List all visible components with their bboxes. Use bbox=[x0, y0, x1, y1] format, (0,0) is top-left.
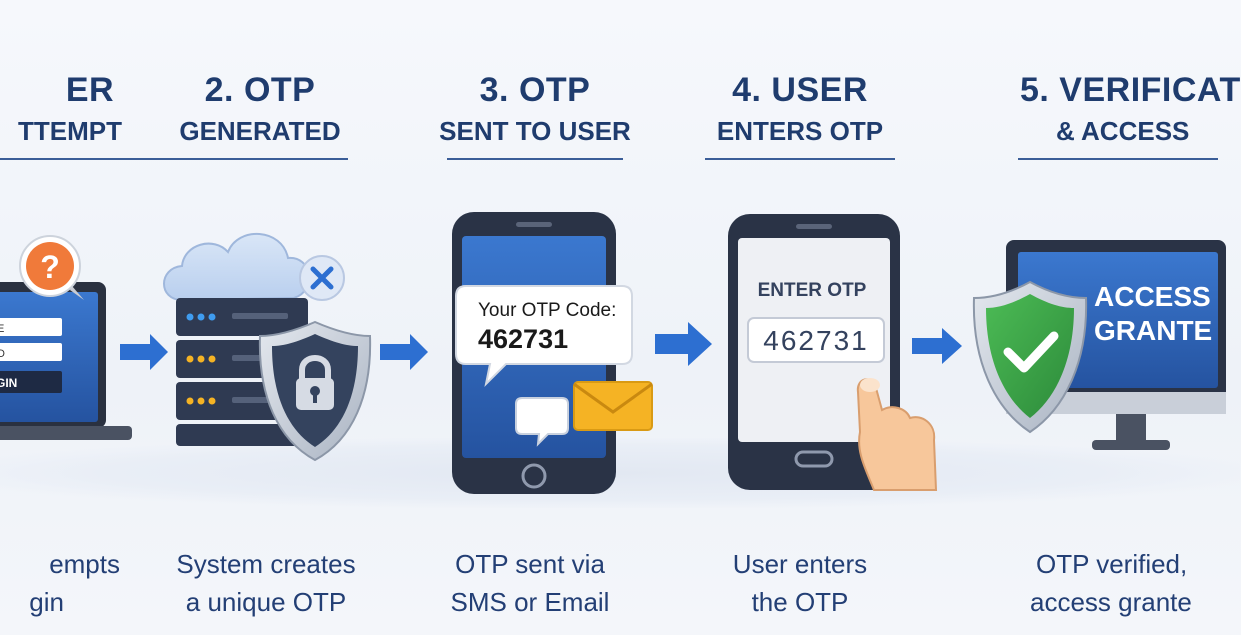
chat-icon bbox=[515, 397, 569, 447]
login-button-text: GIN bbox=[0, 376, 17, 390]
otp-flow-diagram: ER TTEMPT 2. OTP GENERATED 3. OTP SENT T… bbox=[0, 71, 1240, 621]
cloud-icon bbox=[163, 232, 311, 302]
enter-otp-label: ENTER OTP bbox=[758, 280, 867, 301]
access-line2: GRANTE bbox=[1094, 315, 1212, 346]
sms-label: Your OTP Code: bbox=[478, 300, 616, 321]
illustrations: E D GIN ? bbox=[0, 212, 1226, 494]
step-1-desc-line1: empts bbox=[49, 549, 120, 579]
check-shield-icon bbox=[972, 280, 1088, 434]
step-4-title-line1: 4. USER bbox=[732, 71, 868, 109]
sms-code: 462731 bbox=[478, 324, 568, 354]
step-5-desc: OTP verified, access grante bbox=[1010, 545, 1200, 621]
step-2-desc-line2: a unique OTP bbox=[185, 587, 347, 617]
step-5-rule bbox=[1018, 157, 1218, 160]
envelope-icon bbox=[573, 381, 653, 431]
step-3-title: 3. OTP SENT TO USER bbox=[405, 71, 665, 160]
step-3-title-line1: 3. OTP bbox=[479, 71, 591, 109]
step-1-desc: empts gin bbox=[0, 545, 120, 621]
laptop-illustration: E D GIN bbox=[0, 282, 132, 440]
lock-shield-icon bbox=[258, 320, 372, 462]
login-field-1 bbox=[0, 318, 62, 336]
step-2-rule bbox=[172, 157, 348, 160]
step-4-rule bbox=[705, 157, 895, 160]
svg-text:?: ? bbox=[40, 249, 60, 285]
step-1-title-line1: ER bbox=[65, 71, 115, 109]
step-5-title-line2: & ACCESS bbox=[1056, 116, 1190, 147]
step-4-title-line2: ENTERS OTP bbox=[716, 116, 884, 147]
step-3-rule bbox=[447, 157, 623, 160]
login-button bbox=[0, 371, 62, 393]
otp-input-code: 462731 bbox=[763, 325, 868, 356]
error-x-icon bbox=[299, 255, 345, 301]
step-2-title-line2: GENERATED bbox=[179, 116, 341, 147]
step-1-desc-line2: gin bbox=[29, 587, 64, 617]
step-2-desc-line1: System creates bbox=[176, 549, 356, 579]
step-3-desc-line2: SMS or Email bbox=[450, 587, 610, 617]
login-field-1-text: E bbox=[0, 323, 4, 335]
step-4-desc-line1: User enters bbox=[732, 549, 868, 579]
step-4-title: 4. USER ENTERS OTP bbox=[670, 71, 930, 160]
floor-shadow bbox=[0, 438, 1240, 508]
step-5-title: 5. VERIFICAT & ACCESS bbox=[980, 71, 1241, 160]
step-4-desc-line2: the OTP bbox=[751, 587, 849, 617]
hand-icon bbox=[856, 378, 938, 491]
step-1-rule bbox=[0, 157, 176, 160]
phone-enter-illustration: ENTER OTP 462731 bbox=[728, 214, 900, 490]
access-line1: ACCESS bbox=[1094, 281, 1211, 312]
arrow-right-icon bbox=[655, 322, 712, 366]
step-3-title-line2: SENT TO USER bbox=[439, 116, 631, 147]
step-2-desc: System creates a unique OTP bbox=[146, 545, 386, 621]
step-1-title-line2: TTEMPT bbox=[18, 116, 122, 147]
step-1-title: ER TTEMPT bbox=[0, 71, 176, 160]
step-5-desc-line1: OTP verified, bbox=[1036, 549, 1188, 579]
step-5-desc-line2: access grante bbox=[1030, 587, 1192, 617]
step-4-desc: User enters the OTP bbox=[680, 545, 920, 621]
otp-input-box bbox=[747, 317, 885, 363]
step-3-desc: OTP sent via SMS or Email bbox=[410, 545, 650, 621]
login-field-2 bbox=[0, 343, 62, 361]
step-2-title-line1: 2. OTP bbox=[204, 71, 316, 109]
sms-bubble: Your OTP Code: 462731 bbox=[455, 285, 633, 388]
step-2-title: 2. OTP GENERATED bbox=[130, 71, 390, 160]
step-5-title-line1: 5. VERIFICAT bbox=[1020, 71, 1241, 109]
login-field-2-text: D bbox=[0, 348, 5, 360]
arrow-right-icon bbox=[120, 334, 168, 370]
laptop-base bbox=[0, 426, 132, 440]
arrow-right-icon bbox=[912, 328, 962, 364]
question-icon: ? bbox=[19, 235, 84, 300]
step-3-desc-line1: OTP sent via bbox=[455, 549, 605, 579]
arrow-right-icon bbox=[380, 334, 428, 370]
